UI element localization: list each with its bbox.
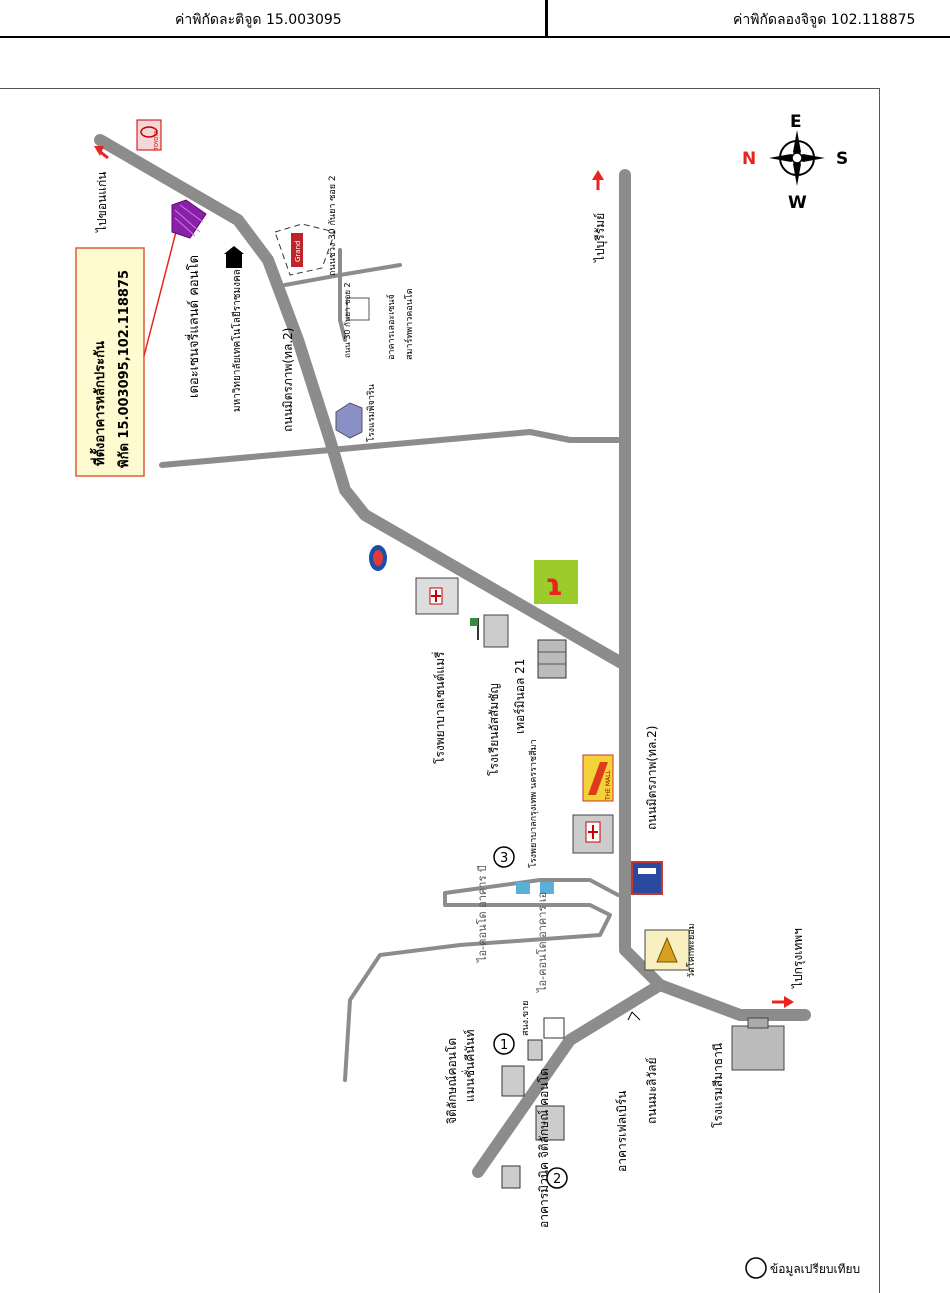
label-road-bottom: ถนนมิตรภาพ(ทล.2) (645, 726, 659, 830)
label-soi-30b: ถนน 30 กันยา ซอย 2 (343, 282, 352, 358)
callout-line2: พิกัด 15.003095,102.118875 (117, 270, 132, 468)
compass-w: W (788, 193, 807, 213)
target-location-marker (171, 199, 207, 239)
label-smart-condo: สมาร์ทพาวคอนโด (403, 288, 415, 360)
label-soi-30: ถนนช่วง 30 กันยา ซอย 2 (328, 175, 338, 276)
label-ji-condo-1: จิติลักษณ์คอนโด (445, 1038, 459, 1124)
arrow-bangkok (772, 996, 794, 1008)
the-mall-text: THE MALL (605, 770, 612, 801)
label-school-assumption: โรงเรียนอัสสัมชัญ (487, 683, 501, 776)
hospital-saint-mary-icon (415, 577, 459, 615)
ji-condo-2-icon (501, 1105, 565, 1189)
building-outline (346, 297, 370, 321)
marker-1[interactable]: 1 (493, 1033, 515, 1055)
header-tail-line (900, 36, 950, 38)
grand-text: Grand (294, 241, 302, 262)
road-cross-top (159, 429, 621, 468)
label-terminal21: เทอร์มินอล 21 (513, 659, 527, 734)
college-icon (224, 246, 244, 268)
label-ji-condo-2b: อาคารเฟลเบิร์น (615, 1091, 629, 1172)
wat-icon (644, 929, 690, 971)
compass-e: E (790, 112, 802, 132)
callout-line1: ที่ตั้งอาคารหลักประกัน (89, 341, 108, 466)
arrow-buriram (592, 170, 604, 190)
header-divider (545, 0, 548, 36)
label-wat: วัดโคกพะยอม (686, 923, 697, 978)
school-icon (470, 614, 509, 648)
road-icondo-loop (343, 878, 620, 1082)
icondo-a-icon (540, 882, 554, 894)
road-soi-vertical (338, 248, 347, 342)
latitude-text: ค่าพิกัดละติจูด 15.003095 (175, 12, 342, 28)
label-sales-office: สนง.ขาย (521, 1001, 531, 1036)
svg-text:1: 1 (500, 1038, 508, 1053)
lotus-logo (534, 560, 578, 604)
road-soi-top (283, 263, 402, 287)
longitude-text: ค่าพิกัดลองจิจูด 102.118875 (733, 12, 916, 28)
label-hotel-sima: โรงแรมสีมาธานี (711, 1043, 725, 1128)
road-southwest (472, 979, 666, 1178)
road-mittraphap (94, 134, 631, 671)
road-buriram (619, 169, 666, 991)
label-condo-seri: เดอะเซนจรี่แลนด์ คอนโด (185, 255, 202, 398)
toyota-logo (136, 119, 162, 151)
callout-leader (143, 223, 179, 357)
compass-icon (769, 130, 825, 186)
svg-text:2: 2 (553, 1172, 561, 1187)
toyota-text: TOYOTA (154, 130, 160, 151)
terminal21-icon (537, 639, 567, 679)
label-to-buriram: ไปบุรีรัมย์ (593, 213, 608, 263)
icondo-b-icon (516, 882, 530, 894)
svg-text:3: 3 (500, 851, 508, 866)
hospital-bangkok-icon (572, 814, 614, 854)
label-hotel-phucharin: โรงแรมพิจาริน (366, 384, 377, 442)
compass-s: S (836, 149, 848, 169)
marker-3[interactable]: 3 (493, 846, 515, 868)
callout-box (75, 247, 145, 477)
compass-n: N (742, 149, 756, 169)
road-bangkok (654, 979, 811, 1021)
label-hospital-bkk: โรงพยาบาลกรุงเทพ นครราชสีมา (528, 739, 539, 868)
legend-text: ข้อมูลเปรียบเทียบ (770, 1262, 860, 1277)
label-road-top: ถนนมิตรภาพ(ทล.2) (281, 328, 295, 432)
label-road-bottom-name: ถนนมะลิวัลย์ (645, 1057, 659, 1124)
map-frame (0, 88, 880, 1293)
label-to-bangkok: ไปกรุงเทพฯ (791, 928, 806, 989)
lotus-mark: ɿ (545, 568, 563, 603)
hotel-phucharin-icon (335, 402, 363, 439)
label-college: มหาวิทยาลัยเทคโนโลยีราชมงคล (230, 269, 243, 412)
grand-logo (291, 233, 303, 267)
label-to-khonkaen: ไปขอนแก่น (95, 172, 109, 233)
label-ji-condo-2: อาคารมิวนิค จิติลักษณ์ คอนโด (537, 1068, 551, 1228)
plot-boundary (274, 223, 336, 276)
roads (94, 134, 811, 1178)
arrow-khonkaen (94, 146, 109, 160)
header-bar: ค่าพิกัดละติจูด 15.003095 ค่าพิกัดลองจิจ… (0, 0, 950, 38)
the-mall-logo: THE MALL (582, 754, 614, 802)
label-building-sub: อาคารเลอะเซนจ์ (385, 294, 397, 360)
hotel-sima-icon (731, 1017, 785, 1071)
label-icondo-a: ไอ-คอนโด อาคาร เอ (535, 892, 549, 993)
sales-office-icon (543, 1017, 565, 1039)
ptt-logo (369, 545, 387, 571)
label-hospital-saint-mary: โรงพยาบาลเซนต์แมรี่ (431, 651, 447, 764)
legend-circle-icon (745, 1257, 767, 1279)
label-icondo-b: ไอ-คอนโด อาคาร บี (475, 865, 489, 963)
marker-2[interactable]: 2 (546, 1167, 568, 1189)
store-icon (631, 861, 663, 895)
label-ji-condo-1b: แมนชั่นคีนันท์ (461, 1029, 477, 1102)
ji-condo-1-icon (501, 1039, 543, 1097)
road-bottom-pointer (627, 1011, 641, 1021)
